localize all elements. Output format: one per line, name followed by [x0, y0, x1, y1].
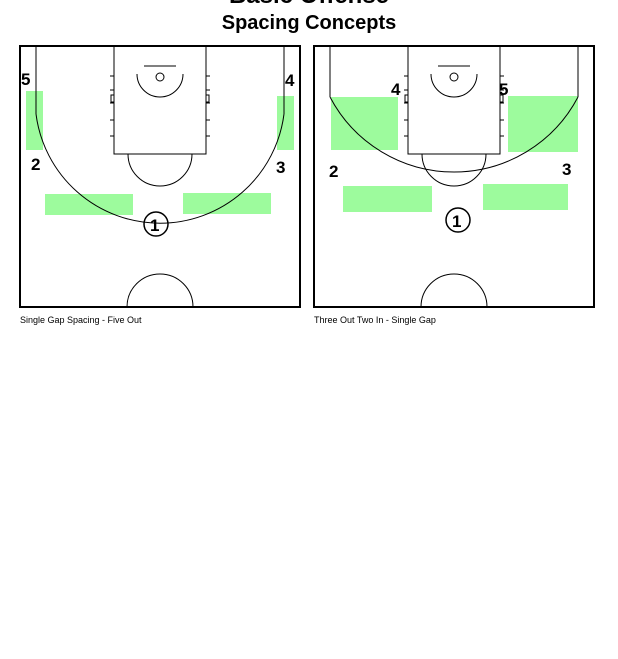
spacing-zone-left-post	[331, 97, 398, 150]
three-point-arc	[329, 96, 579, 173]
page-header-top: Basic Offense	[0, 0, 618, 10]
player-label-2: 2	[31, 155, 40, 174]
player-label-1: 1	[150, 216, 159, 235]
lane	[113, 45, 207, 155]
free-throw-circle	[127, 153, 193, 187]
player-label-5: 5	[499, 80, 508, 99]
restricted-arc	[430, 73, 478, 98]
player-label-5: 5	[21, 70, 30, 89]
center-circle	[126, 273, 194, 308]
spacing-zone-right-wing	[483, 184, 568, 210]
spacing-zone-left-corner	[26, 91, 43, 150]
diagram-caption: Three Out Two In - Single Gap	[314, 315, 436, 325]
court-diagram-five-out: 5 4 2 3 1	[19, 45, 301, 308]
hoop	[449, 72, 459, 82]
diagram-caption: Single Gap Spacing - Five Out	[20, 315, 142, 325]
page-title: Spacing Concepts	[221, 12, 397, 34]
player-label-4: 4	[391, 80, 401, 99]
spacing-zone-left-wing	[45, 194, 133, 215]
spacing-zone-right-post	[508, 96, 578, 152]
court-border	[19, 45, 301, 308]
player-label-4: 4	[285, 71, 295, 90]
player-label-1: 1	[452, 212, 461, 231]
player-1-ring	[143, 211, 169, 237]
center-circle	[420, 273, 488, 308]
three-point-arc	[35, 113, 285, 224]
player-label-2: 2	[329, 162, 338, 181]
court-border	[313, 45, 595, 308]
spacing-zone-left-wing	[343, 186, 432, 212]
player-label-3: 3	[562, 160, 571, 179]
hoop	[155, 72, 165, 82]
free-throw-circle	[421, 153, 487, 187]
court-diagram-three-out-two-in: 4 5 2 3 1	[313, 45, 595, 308]
restricted-arc	[136, 73, 184, 98]
spacing-zone-right-corner	[277, 96, 294, 150]
player-label-3: 3	[276, 158, 285, 177]
lane	[407, 45, 501, 155]
player-1-ring	[445, 207, 471, 233]
